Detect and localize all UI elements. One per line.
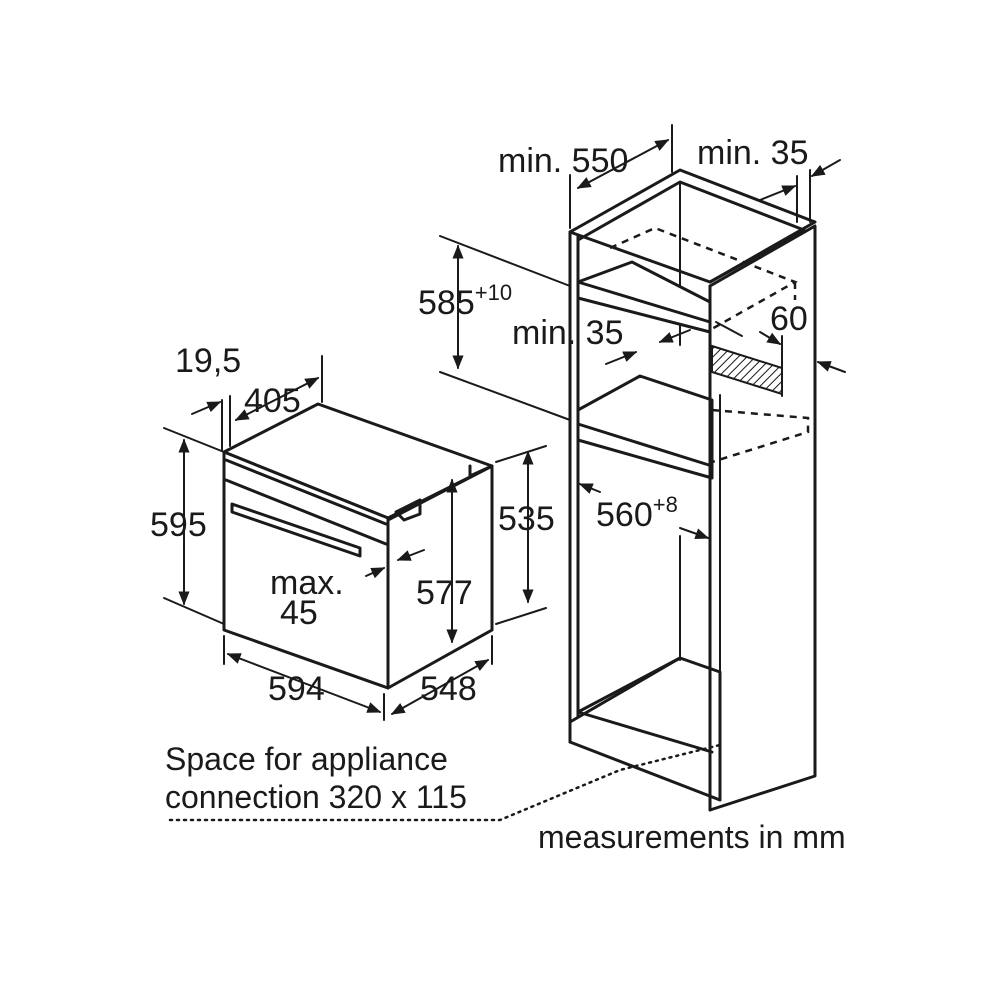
label-45: 45 xyxy=(280,594,318,632)
label-560-value: 560 xyxy=(596,496,653,534)
cabinet-dimension-lines xyxy=(439,124,846,661)
oven-front xyxy=(222,450,390,690)
label-min-550: min. 550 xyxy=(498,142,628,180)
label-535: 535 xyxy=(498,500,555,538)
tall-cabinet xyxy=(568,168,817,812)
label-585-value: 585 xyxy=(418,284,475,322)
label-60: 60 xyxy=(770,300,808,338)
cabinet-top xyxy=(568,168,817,284)
label-560: 560+8 xyxy=(596,492,678,534)
oven xyxy=(222,402,494,690)
oven-dimension-lines xyxy=(163,355,547,721)
label-19-5: 19,5 xyxy=(175,342,241,380)
label-585-tolerance: +10 xyxy=(475,280,512,305)
label-560-tolerance: +8 xyxy=(653,492,678,517)
label-min-35-vent: min. 35 xyxy=(512,314,624,352)
label-min-35-side: min. 35 xyxy=(697,134,809,172)
note-units: measurements in mm xyxy=(538,819,846,855)
label-405: 405 xyxy=(244,382,301,420)
label-548: 548 xyxy=(420,670,477,708)
oven-handle xyxy=(230,502,362,558)
cabinet-oven-shelf xyxy=(576,374,714,480)
label-max: max. xyxy=(270,564,344,602)
connection-leader xyxy=(168,743,722,822)
label-585: 585+10 xyxy=(418,280,512,322)
note-connection-line2: connection 320 x 115 xyxy=(165,779,467,815)
label-594: 594 xyxy=(268,670,325,708)
label-595: 595 xyxy=(150,506,207,544)
note-connection-line1: Space for appliance xyxy=(165,741,448,777)
label-577: 577 xyxy=(416,574,473,612)
cabinet-plinth xyxy=(568,656,722,802)
